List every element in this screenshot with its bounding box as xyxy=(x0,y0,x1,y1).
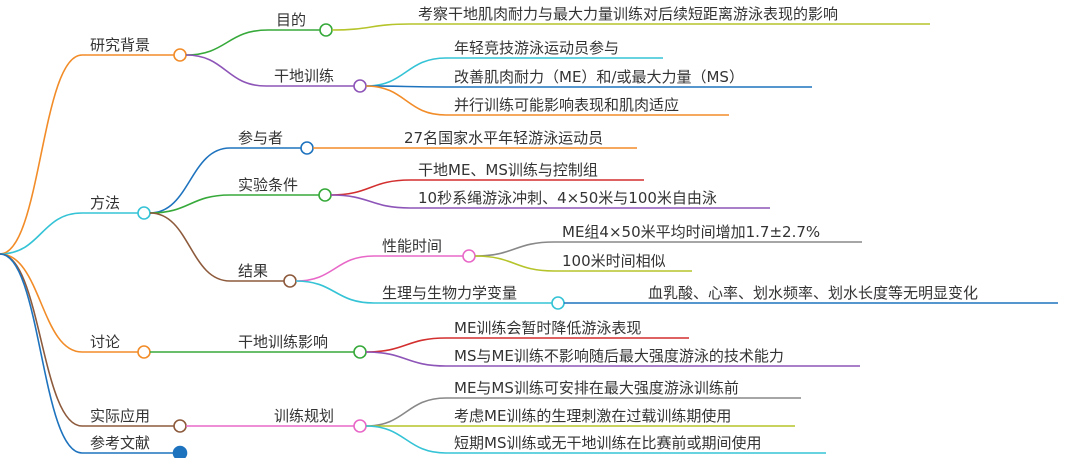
collapse-toggle-circle[interactable] xyxy=(353,345,367,359)
node-label: 目的 xyxy=(276,11,307,29)
branch-connector xyxy=(474,241,555,257)
branch-connector xyxy=(331,23,411,31)
branch-connector xyxy=(365,337,447,353)
node-label: 年轻竞技游泳运动员参与 xyxy=(454,39,620,57)
branch-connector xyxy=(365,425,447,454)
node-label: 100米时间相似 xyxy=(562,252,666,270)
collapse-toggle-circle[interactable] xyxy=(137,345,151,359)
node-label: ME组4×50米平均时间增加1.7±2.7% xyxy=(562,223,821,241)
node-label: 性能时间 xyxy=(382,237,443,255)
branch-connector xyxy=(149,212,231,282)
node-label: 10秒系绳游泳冲刺、4×50米与100米自由泳 xyxy=(418,189,717,207)
node-label: 方法 xyxy=(90,194,121,212)
collapse-toggle-circle[interactable] xyxy=(462,249,476,263)
node-label: 考察干地肌肉耐力与最大力量训练对后续短距离游泳表现的影响 xyxy=(418,5,839,23)
node-label: MS与ME训练不影响随后最大强度游泳的技术能力 xyxy=(454,347,784,365)
collapse-toggle-circle[interactable] xyxy=(318,188,332,202)
node-label: 考虑ME训练的生理刺激在过载训练期使用 xyxy=(454,407,732,425)
node-label: 并行训练可能影响表现和肌肉适应 xyxy=(454,96,680,114)
branch-connector xyxy=(149,194,231,214)
branch-connector xyxy=(365,397,447,427)
node-label: 血乳酸、心率、划水频率、划水长度等无明显变化 xyxy=(648,284,979,302)
node-label: 结果 xyxy=(238,262,269,280)
node-label: 干地ME、MS训练与控制组 xyxy=(418,161,598,179)
branch-connector xyxy=(330,194,411,209)
branch-connector xyxy=(185,29,269,56)
node-label: 改善肌肉耐力（ME）和/或最大力量（MS） xyxy=(454,68,744,86)
collapse-toggle-circle[interactable] xyxy=(353,419,367,433)
branch-connector xyxy=(0,253,83,454)
branch-connector xyxy=(0,54,83,255)
branch-connector xyxy=(149,147,231,214)
branch-connector xyxy=(295,255,375,282)
node-label: 实际应用 xyxy=(90,407,151,425)
node-label: 27名国家水平年轻游泳运动员 xyxy=(404,129,604,147)
branch-connector xyxy=(185,54,267,87)
node-label: 干地训练影响 xyxy=(238,333,329,351)
collapse-toggle-circle[interactable] xyxy=(137,206,151,220)
node-label: 短期MS训练或无干地训练在比赛前或期间使用 xyxy=(454,434,762,452)
collapse-toggle-circle[interactable] xyxy=(319,23,333,37)
branch-connector xyxy=(365,85,447,116)
branch-connector xyxy=(474,255,555,272)
branch-connector xyxy=(0,253,83,427)
branch-connector xyxy=(295,280,375,304)
node-label: ME与MS训练可安排在最大强度游泳训练前 xyxy=(454,379,739,397)
node-label: ME训练会暂时降低游泳表现 xyxy=(454,319,642,337)
node-label: 参与者 xyxy=(238,129,284,147)
collapse-toggle-circle[interactable] xyxy=(283,274,297,288)
node-end-dot[interactable] xyxy=(172,445,188,458)
branch-connector xyxy=(0,253,83,353)
branch-connector xyxy=(0,212,83,255)
branch-connector xyxy=(365,351,447,367)
node-label: 干地训练 xyxy=(274,67,335,85)
branch-connector xyxy=(330,179,411,196)
node-label: 生理与生物力学变量 xyxy=(382,284,518,302)
collapse-toggle-circle[interactable] xyxy=(551,296,565,310)
node-label: 参考文献 xyxy=(90,434,151,452)
branch-connector xyxy=(365,57,447,87)
node-label: 实验条件 xyxy=(238,176,299,194)
collapse-toggle-circle[interactable] xyxy=(173,48,187,62)
collapse-toggle-circle[interactable] xyxy=(173,419,187,433)
node-label: 研究背景 xyxy=(90,36,151,54)
collapse-toggle-circle[interactable] xyxy=(300,141,314,155)
node-label: 讨论 xyxy=(90,333,121,351)
node-label: 训练规划 xyxy=(274,407,335,425)
collapse-toggle-circle[interactable] xyxy=(353,79,367,93)
